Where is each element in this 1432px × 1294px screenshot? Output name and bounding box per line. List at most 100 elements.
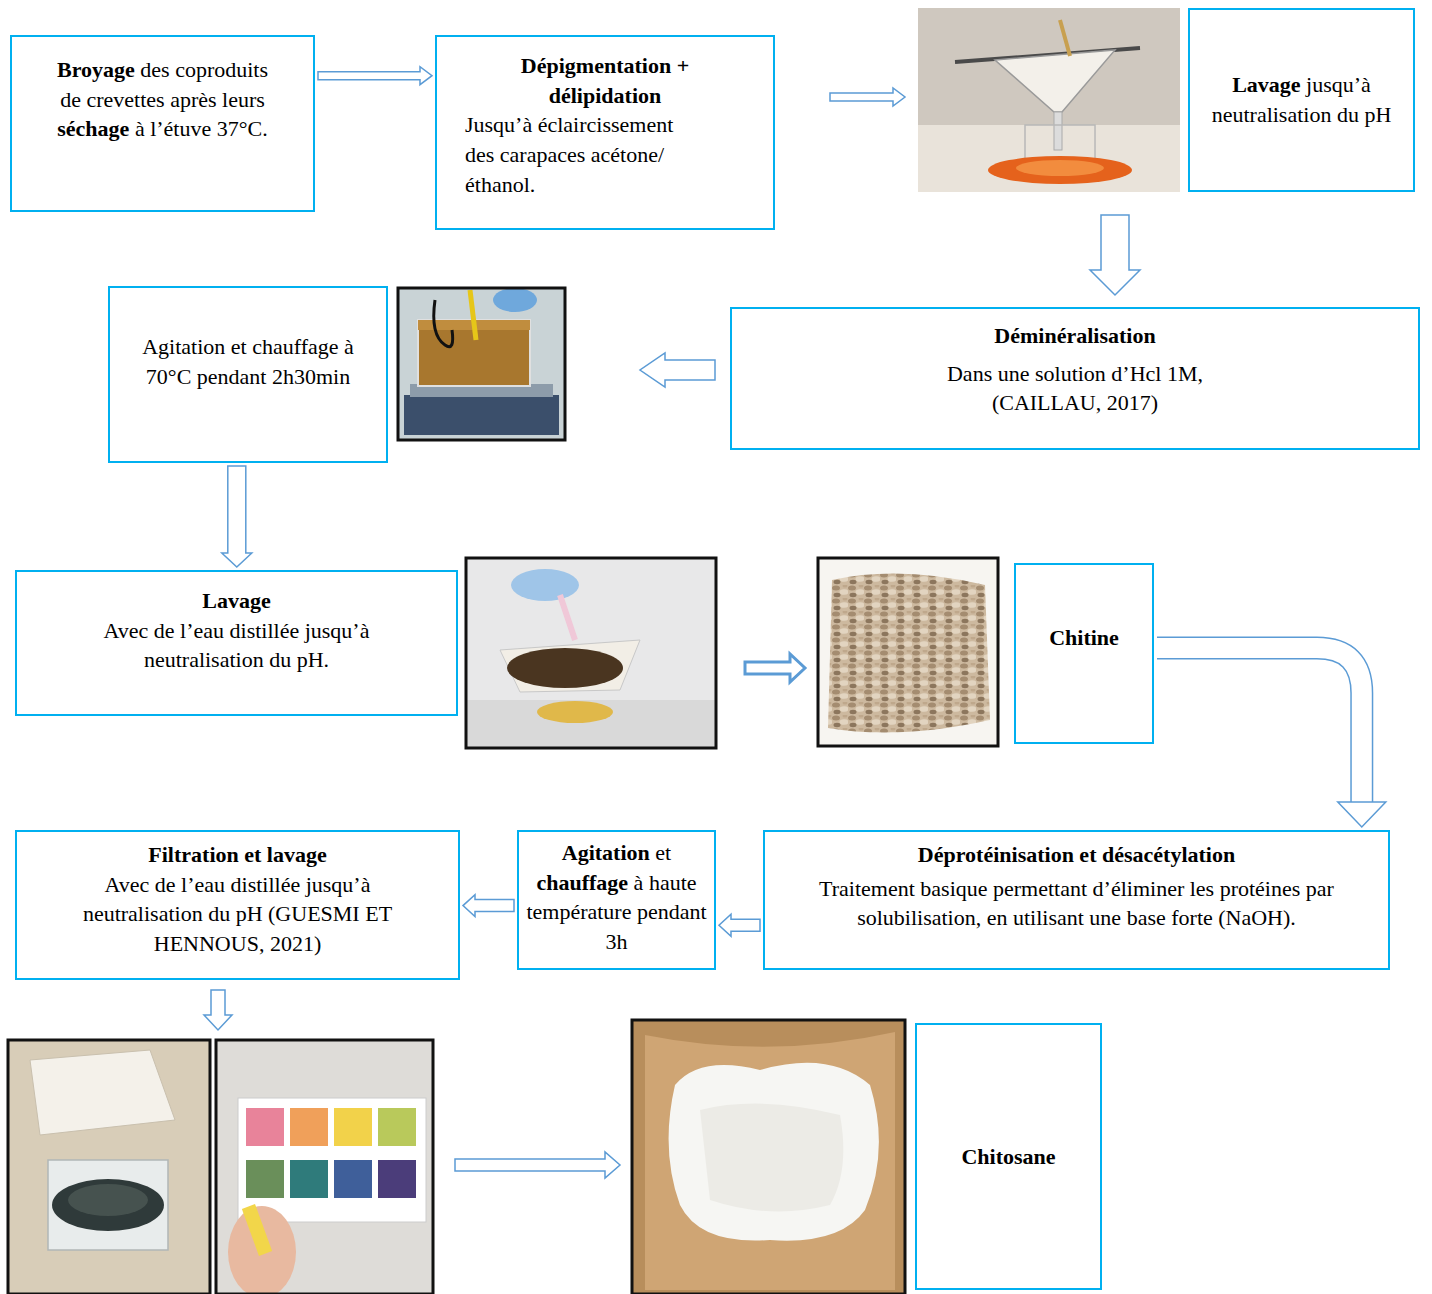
lab-photo bbox=[30, 1050, 175, 1135]
lab-photo bbox=[918, 8, 1180, 192]
bold-word: Agitation bbox=[562, 840, 650, 865]
process-box: Dépigmentation + délipidationJusqu’à écl… bbox=[435, 35, 775, 230]
lab-photo bbox=[1016, 160, 1104, 176]
lab-photo bbox=[995, 50, 1115, 112]
lab-photo bbox=[493, 288, 537, 312]
lab-photo bbox=[8, 1040, 210, 1294]
lab-photo bbox=[434, 300, 453, 347]
lab-photo bbox=[1054, 112, 1062, 150]
lab-photo bbox=[632, 1020, 905, 1294]
lab-photo bbox=[700, 1104, 843, 1212]
box-text: Agitation et chauffage à haute températu… bbox=[523, 838, 710, 957]
bold-word: chauffage bbox=[536, 870, 628, 895]
lab-photo bbox=[560, 595, 575, 640]
connector-arrow bbox=[719, 914, 760, 936]
arrow-shape bbox=[719, 914, 760, 936]
box-text: Traitement basique permettant d’éliminer… bbox=[784, 874, 1369, 933]
box-text: Agitation et chauffage à 70°C pendant 2h… bbox=[131, 332, 366, 391]
lab-photo bbox=[68, 1184, 148, 1216]
box-text: Avec de l’eau distillée jusqu’à neutrali… bbox=[63, 870, 413, 959]
lab-photo bbox=[818, 558, 998, 746]
lab-photo bbox=[398, 288, 565, 440]
lab-photo bbox=[334, 1160, 372, 1198]
flow-arrow bbox=[204, 990, 232, 1030]
lab-photo bbox=[918, 8, 1180, 192]
lab-photo bbox=[500, 640, 640, 692]
connector-fill bbox=[1157, 648, 1362, 803]
process-box: Lavage jusqu’à neutralisation du pH bbox=[1188, 8, 1415, 192]
flow-arrow bbox=[1090, 215, 1140, 295]
lab-photo bbox=[466, 558, 716, 748]
lab-photo bbox=[466, 700, 716, 748]
flow-arrow bbox=[830, 88, 905, 106]
connector-arrow bbox=[318, 67, 432, 85]
process-box: Chitosane bbox=[915, 1023, 1102, 1290]
lab-photo bbox=[669, 1063, 879, 1241]
lab-photo bbox=[52, 1179, 164, 1231]
box-text: Jusqu’à éclaircissement des carapaces ac… bbox=[465, 110, 705, 199]
lab-photo bbox=[398, 288, 565, 440]
lab-photo bbox=[632, 1020, 905, 1294]
box-text: Chitosane bbox=[923, 1142, 1094, 1172]
lab-photo bbox=[988, 156, 1132, 184]
lab-photo bbox=[466, 558, 716, 748]
lab-photo bbox=[645, 1032, 895, 1290]
box-text: Avec de l’eau distillée jusqu’à neutrali… bbox=[72, 616, 402, 675]
lab-photo bbox=[246, 1160, 284, 1198]
box-heading: Filtration et lavage bbox=[29, 840, 446, 870]
box-heading: Lavage bbox=[29, 586, 444, 616]
box-text: Broyage des coproduits de crevettes aprè… bbox=[45, 55, 280, 144]
lab-photo bbox=[8, 1040, 210, 1294]
process-box: LavageAvec de l’eau distillée jusqu’à ne… bbox=[15, 570, 458, 716]
lab-photo bbox=[378, 1160, 416, 1198]
bold-word: Broyage bbox=[57, 57, 135, 82]
lab-photo bbox=[334, 1108, 372, 1146]
lab-photo bbox=[632, 1020, 905, 1294]
arrow-head bbox=[1338, 802, 1386, 827]
lab-photo bbox=[48, 1160, 168, 1250]
lab-photo bbox=[238, 1098, 426, 1222]
process-box: Agitation et chauffage à 70°C pendant 2h… bbox=[108, 286, 388, 463]
lab-photo bbox=[918, 125, 1180, 192]
box-text: Lavage jusqu’à neutralisation du pH bbox=[1198, 70, 1405, 129]
flow-arrow bbox=[455, 1152, 620, 1178]
arrow-shape bbox=[463, 895, 514, 917]
process-box: Déprotéinisation et désacétylationTraite… bbox=[763, 830, 1390, 970]
box-heading: Déprotéinisation et désacétylation bbox=[779, 840, 1374, 870]
lab-photo bbox=[290, 1108, 328, 1146]
lab-photo bbox=[216, 1040, 433, 1294]
lab-photo bbox=[537, 701, 613, 723]
lab-photo bbox=[818, 558, 998, 746]
connector-arrow bbox=[1157, 648, 1386, 827]
lab-photo bbox=[466, 558, 716, 748]
lab-photo bbox=[507, 648, 623, 688]
box-heading: Déminéralisation bbox=[746, 321, 1404, 351]
box-heading: Dépigmentation + délipidation bbox=[495, 51, 715, 110]
lab-photo bbox=[1060, 20, 1070, 56]
lab-photo bbox=[828, 574, 990, 733]
lab-photo bbox=[378, 1108, 416, 1146]
lab-photo bbox=[242, 1204, 272, 1256]
flow-arrow bbox=[745, 654, 805, 682]
box-text: Chitine bbox=[1022, 623, 1146, 653]
lab-photo bbox=[398, 288, 565, 440]
arrow-shape bbox=[318, 67, 432, 85]
process-box: DéminéralisationDans une solution d’Hcl … bbox=[730, 307, 1420, 450]
box-text: Dans une solution d’Hcl 1M, (CAILLAU, 20… bbox=[925, 359, 1225, 418]
arrow-shape bbox=[222, 466, 252, 567]
bold-word: Lavage bbox=[1232, 72, 1300, 97]
connector-arrow bbox=[222, 466, 252, 567]
process-box: Chitine bbox=[1014, 563, 1154, 744]
bold-word: séchage bbox=[57, 116, 129, 141]
process-box: Agitation et chauffage à haute températu… bbox=[517, 830, 716, 970]
lab-photo bbox=[818, 558, 998, 746]
lab-photo bbox=[470, 290, 476, 340]
connector-arrow bbox=[463, 895, 514, 917]
lab-photo bbox=[290, 1160, 328, 1198]
lab-photo bbox=[216, 1040, 433, 1294]
process-box: Broyage des coproduits de crevettes aprè… bbox=[10, 35, 315, 212]
lab-photo bbox=[404, 395, 559, 435]
flow-arrow bbox=[640, 353, 715, 387]
lab-photo bbox=[8, 1040, 210, 1294]
